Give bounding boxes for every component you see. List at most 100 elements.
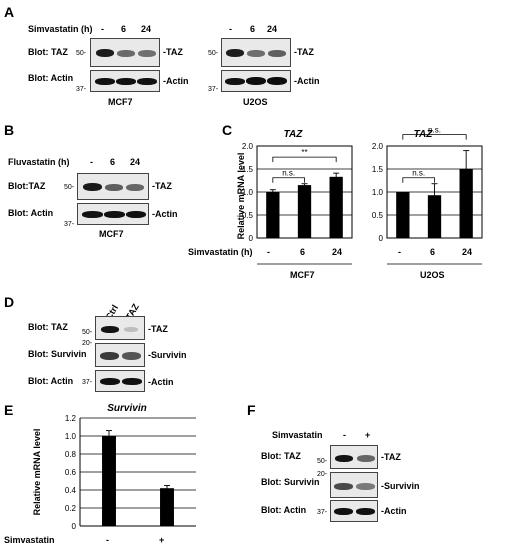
- panel-f-blot-survivin-label: Blot: Survivin: [261, 477, 320, 487]
- panel-a-cell-mcf7: MCF7: [108, 97, 133, 107]
- panel-a-taz-label: -TAZ: [163, 47, 183, 57]
- ytick-label: 0.5: [242, 211, 254, 220]
- panel-a-u2os-lane-3: 24: [267, 24, 278, 34]
- panel-a-lane-1: -: [101, 24, 104, 34]
- chart-c1-error-bars: [269, 172, 340, 195]
- panel-d-mw-20: 20-: [82, 340, 93, 347]
- band: [96, 49, 114, 57]
- panel-a-blot-actin-label: Blot: Actin: [28, 73, 74, 83]
- band: [267, 77, 287, 85]
- panel-a-lane-3: 24: [141, 24, 152, 34]
- band: [225, 78, 245, 85]
- simvastatin-survivin-blot: [330, 472, 378, 498]
- chart-e-xtick-1: -: [106, 535, 109, 545]
- panel-b-blot-actin-label: Blot: Actin: [8, 208, 54, 218]
- ytick-label: 0.8: [65, 450, 77, 459]
- chart-c1-frame: [256, 145, 353, 239]
- band: [268, 50, 286, 57]
- u2os-actin-blot-simvastatin: [221, 70, 291, 92]
- panel-b-treatment-label: Fluvastatin (h): [8, 157, 70, 167]
- chart-c2-xtick-1: -: [398, 247, 401, 257]
- panel-b-lane-2: 6: [110, 157, 116, 167]
- panel-a-blot-taz-label: Blot: TAZ: [28, 47, 68, 57]
- ytick-label: 2.0: [242, 142, 254, 151]
- bar: [160, 488, 174, 526]
- band: [95, 78, 115, 85]
- panel-c-letter: C: [222, 122, 233, 138]
- panel-a-u2os-mw-37: 37-: [208, 86, 219, 93]
- simvastatin-actin-blot: [330, 500, 378, 522]
- panel-f-taz-label: -TAZ: [381, 452, 401, 462]
- band: [116, 78, 136, 85]
- panel-e-chart: Survivin Relative mRNA level 00.20.40.60…: [32, 403, 196, 531]
- band: [126, 184, 144, 191]
- chart-e-ytick-labels: 00.20.40.60.81.01.2: [65, 414, 77, 531]
- chart-e-xtick-2: +: [159, 535, 165, 545]
- panel-c-treatment-label: Simvastatin (h): [188, 247, 253, 257]
- panel-d-actin-label: -Actin: [148, 377, 174, 387]
- panel-d-letter: D: [4, 294, 15, 310]
- significance-label: **: [301, 148, 307, 157]
- band: [104, 211, 125, 218]
- sirna-actin-blot: [95, 370, 145, 392]
- chart-c2-bars: [396, 169, 473, 238]
- ytick-label: 1.2: [65, 414, 77, 423]
- panel-a-u2os-taz-label: -TAZ: [294, 47, 314, 57]
- simvastatin-taz-blot: [330, 445, 378, 469]
- panel-a-actin-label: -Actin: [163, 76, 189, 86]
- panel-a-u2os-lane-1: -: [229, 24, 232, 34]
- band: [122, 352, 141, 360]
- bar: [396, 192, 410, 238]
- panel-d-blot-actin-label: Blot: Actin: [28, 376, 74, 386]
- significance-bracket: [402, 177, 435, 183]
- panel-f-blot-actin-label: Blot: Actin: [261, 505, 307, 515]
- sirna-taz-blot: [95, 316, 145, 340]
- ytick-label: 0.6: [65, 468, 77, 477]
- panel-b-lane-3: 24: [130, 157, 141, 167]
- band: [83, 183, 102, 191]
- mcf7-actin-blot-simvastatin: [90, 70, 160, 92]
- panel-b-cell-mcf7: MCF7: [99, 229, 124, 239]
- band: [335, 455, 353, 462]
- panel-b-blot-taz-label: Blot:TAZ: [8, 181, 46, 191]
- mcf7-taz-blot-simvastatin: [90, 38, 160, 67]
- band: [117, 50, 135, 57]
- panel-a-lane-2: 6: [121, 24, 127, 34]
- panel-f-survivin-label: -Survivin: [381, 481, 420, 491]
- chart-c1-title: TAZ: [284, 129, 304, 140]
- band: [126, 211, 146, 218]
- chart-e-error-bars: [106, 430, 170, 491]
- band: [122, 378, 142, 385]
- ytick-label: 0.2: [65, 504, 77, 513]
- panel-e-treatment-label: Simvastatin: [4, 535, 55, 545]
- panel-a-u2os-actin-label: -Actin: [294, 76, 320, 86]
- band: [137, 78, 157, 85]
- sirna-survivin-blot: [95, 343, 145, 367]
- chart-c2-xtick-3: 24: [462, 247, 473, 257]
- panel-f-lane-1: -: [343, 430, 346, 440]
- panel-a-u2os-lane-2: 6: [250, 24, 256, 34]
- panel-d-blot-survivin-label: Blot: Survivin: [28, 349, 87, 359]
- bar: [297, 185, 312, 238]
- ytick-label: 2.0: [372, 142, 384, 151]
- panel-d-mw-37: 37-: [82, 379, 93, 386]
- bar: [266, 192, 280, 238]
- significance-bracket: [402, 134, 467, 140]
- ytick-label: 1.0: [372, 188, 384, 197]
- panel-a-treatment-label: Simvastatin (h): [28, 24, 93, 34]
- panel-f-blot-taz-label: Blot: TAZ: [261, 451, 301, 461]
- panel-c-cell-mcf7: MCF7: [290, 270, 315, 280]
- significance-bracket: [272, 156, 337, 163]
- panel-f-treatment-label: Simvastatin: [272, 430, 323, 440]
- band: [247, 50, 265, 57]
- bar: [459, 169, 473, 238]
- panel-f-actin-label: -Actin: [381, 506, 407, 516]
- panel-a-cell-u2os: U2OS: [243, 97, 268, 107]
- band: [356, 508, 375, 515]
- ytick-label: 0: [249, 234, 254, 243]
- significance-label: n.s.: [412, 169, 425, 178]
- panel-f-letter: F: [247, 402, 256, 418]
- band: [357, 455, 375, 462]
- panel-f-mw-37: 37-: [317, 509, 328, 516]
- panel-b-actin-label: -Actin: [152, 209, 178, 219]
